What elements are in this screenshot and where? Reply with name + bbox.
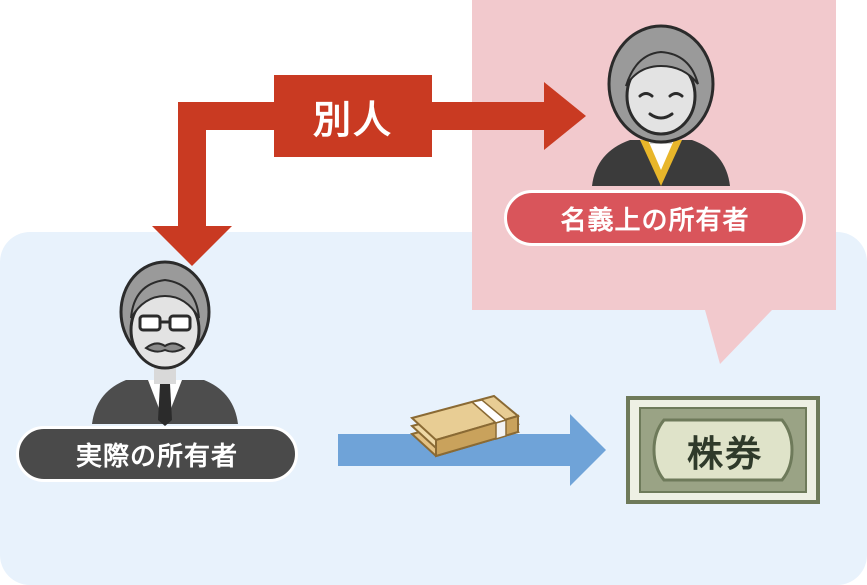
- separate-person-label: 別人: [312, 97, 393, 142]
- separate-person-arrow: [152, 75, 586, 266]
- elderly-woman-icon: [592, 24, 730, 186]
- actual-owner-badge: 実際の所有者: [16, 426, 298, 482]
- share-certificate-label: 株券: [686, 434, 763, 475]
- nominal-owner-badge: 名義上の所有者: [504, 190, 806, 246]
- share-certificate-icon: [626, 396, 820, 504]
- money-bundle-icon: [409, 394, 521, 458]
- elderly-man-glasses-icon: [92, 260, 238, 426]
